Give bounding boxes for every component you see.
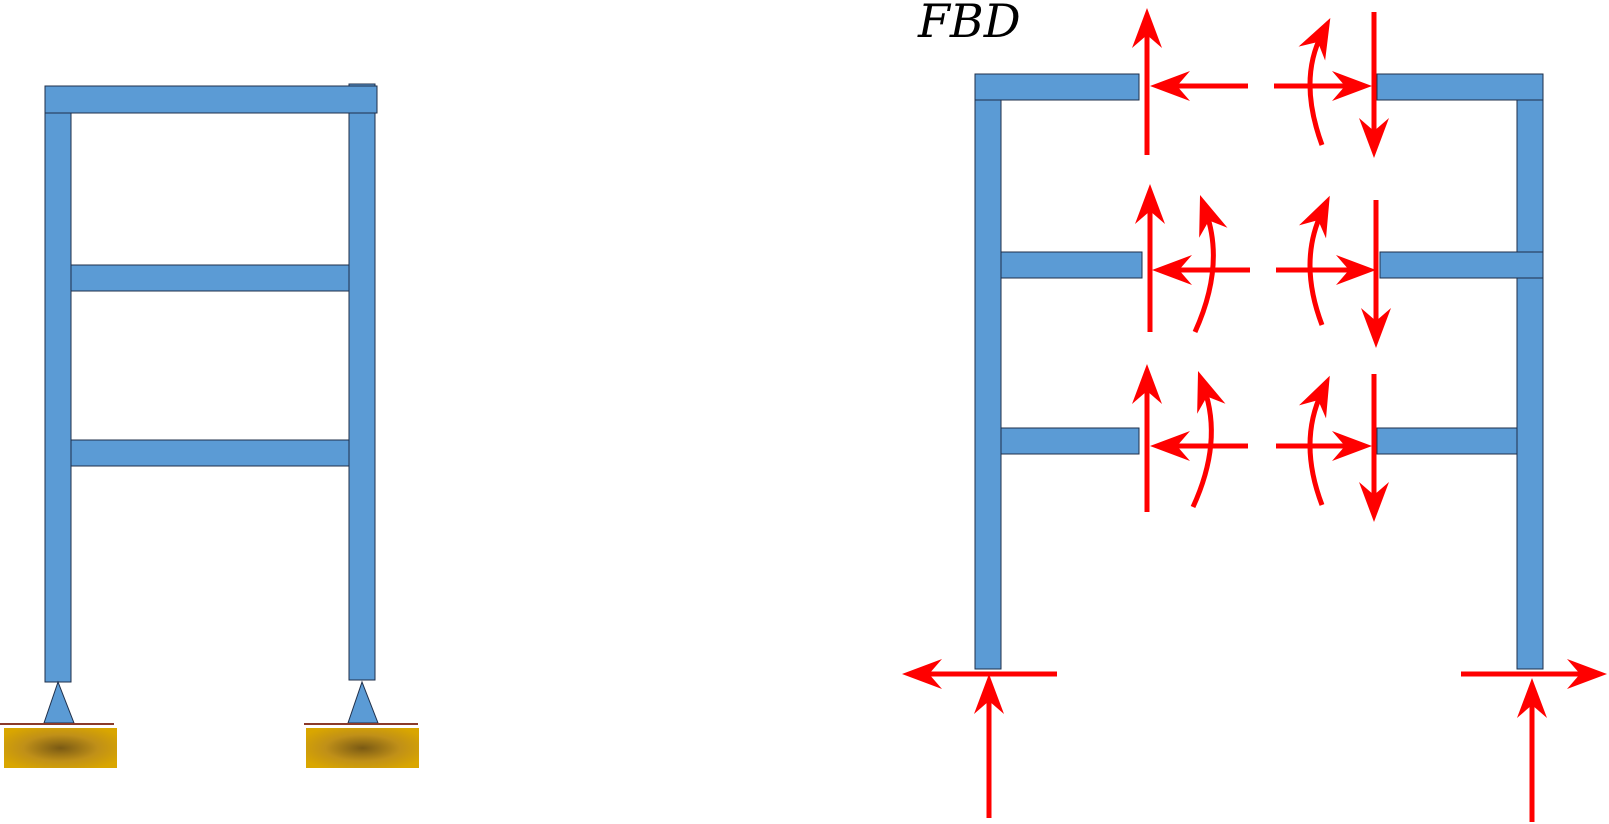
force-arrow-icon-10-head [1361, 308, 1391, 348]
right-column [348, 83, 376, 681]
fbd-right-column [1516, 73, 1544, 670]
force-arrow-icon-4-head [1359, 118, 1389, 158]
middle-beam [70, 264, 350, 292]
fbd-left-part [974, 73, 1143, 670]
force-arrow-icon-3-head [1332, 71, 1372, 101]
left-pin-support-icon [43, 680, 75, 724]
moment-arrow-icon-8-head [1199, 195, 1228, 238]
lower-beam [70, 439, 350, 467]
moment-arrow-icon-8 [1192, 211, 1216, 334]
left-column [44, 85, 72, 683]
moment-arrow-icon-11-head [1298, 195, 1330, 239]
moment-arrow-icon-17-head [1298, 375, 1330, 419]
top-beam [44, 85, 378, 114]
moment-arrow-icon-14-head [1197, 371, 1226, 414]
force-arrow-icon-20-head [1567, 659, 1607, 689]
force-arrow-icon-6-head [1135, 184, 1165, 224]
moment-arrow-icon-17 [1307, 390, 1325, 506]
right-pin-support-icon [347, 680, 379, 724]
fbd-left-column [974, 73, 1002, 670]
force-arrow-icon-12-head [1132, 364, 1162, 404]
force-arrow-icon-2-head [1150, 71, 1190, 101]
fbd-right-lower-beam [1376, 427, 1518, 455]
force-arrow-icon-1-head [1132, 8, 1162, 48]
moment-arrow-icon-5 [1307, 32, 1325, 146]
left-ground-block-icon [4, 728, 117, 768]
fbd-right-part [1376, 73, 1544, 670]
moment-arrow-icon-14 [1190, 387, 1214, 509]
force-arrow-icon-18-head [902, 659, 942, 689]
fbd-label: FBD [917, 0, 1021, 48]
force-arrow-icon-13-head [1150, 431, 1190, 461]
moment-arrow-icon-11 [1307, 210, 1325, 326]
force-arrow-icon-9-head [1336, 255, 1376, 285]
fbd-right-middle-beam [1379, 251, 1544, 279]
fbd-left-lower-beam [1000, 427, 1140, 455]
fbd-left-middle-beam [1000, 251, 1143, 279]
force-arrow-icon-7-head [1152, 255, 1192, 285]
moment-arrow-icon-5-head [1298, 18, 1331, 61]
right-ground-block-icon [306, 728, 419, 768]
fbd-right-top-beam [1376, 73, 1544, 101]
force-arrow-icon-15-head [1332, 431, 1372, 461]
fbd-left-top-beam [974, 73, 1140, 101]
force-arrow-icon-21-head [1517, 678, 1547, 718]
force-arrow-icon-19-head [974, 674, 1004, 714]
original-frame [0, 83, 419, 768]
force-arrows [902, 8, 1607, 822]
force-arrow-icon-16-head [1359, 482, 1389, 522]
